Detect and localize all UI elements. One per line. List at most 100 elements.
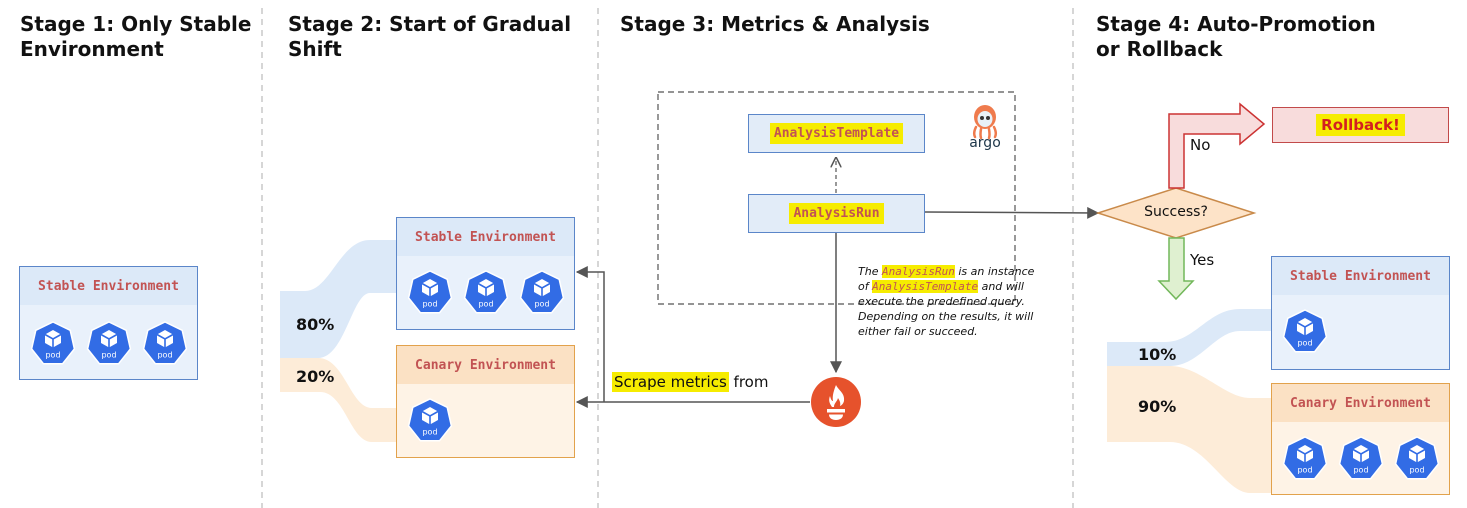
note-mono: AnalysisRun	[881, 265, 955, 278]
scrape-stable-arrow	[575, 266, 605, 402]
stage4-canary-percent: 90%	[1138, 397, 1177, 416]
pod-label: pod	[1353, 466, 1368, 475]
env-title: Canary Environment	[1272, 384, 1449, 423]
note-line-1: The AnalysisRun is an instance	[858, 264, 1058, 279]
stage1-stable-environment: Stable Environment pod pod pod	[19, 266, 198, 380]
stage-4-title-line1: Stage 4: Auto-Promotion	[1096, 12, 1376, 36]
pod-label: pod	[422, 428, 437, 437]
pod-shape: pod	[30, 321, 76, 365]
stage-2-title-line1: Stage 2: Start of Gradual	[288, 12, 572, 36]
env-title: Stable Environment	[397, 218, 574, 257]
rollback-box: Rollback!	[1272, 107, 1449, 143]
analysis-run-note: The AnalysisRun is an instance of Analys…	[858, 264, 1058, 339]
note-line-2: of AnalysisTemplate and will	[858, 279, 1058, 294]
env-body: pod	[397, 384, 574, 457]
analysis-template-label: AnalysisTemplate	[769, 123, 904, 144]
pod-icon: pod	[1394, 436, 1440, 487]
analysis-run-box: AnalysisRun	[748, 194, 925, 233]
pod-icon: pod	[142, 321, 188, 372]
stage2-canary-percent: 20%	[296, 367, 335, 386]
flow-canary-90	[1107, 366, 1271, 493]
stage2-stable-environment: Stable Environment pod pod pod	[396, 217, 575, 330]
pod-shape: pod	[463, 270, 509, 314]
stage-1-title: Stage 1: Only Stable Environment	[20, 12, 251, 62]
argo-logo: argo	[962, 101, 1008, 153]
yes-label: Yes	[1190, 251, 1215, 269]
flow-stable-10	[1107, 309, 1271, 366]
stage4-stable-percent: 10%	[1138, 345, 1177, 364]
env-body: pod pod pod	[20, 305, 197, 379]
note-text: The	[858, 265, 882, 278]
stage-3-title: Stage 3: Metrics & Analysis	[620, 12, 930, 37]
pod-label: pod	[1297, 466, 1312, 475]
flow-canary-20	[280, 358, 396, 442]
note-mono: AnalysisTemplate	[872, 280, 979, 293]
prometheus-flame-icon	[811, 377, 861, 427]
prometheus-icon	[810, 376, 862, 428]
scrape-highlight: Scrape metrics	[612, 372, 729, 392]
pod-shape: pod	[1338, 436, 1384, 480]
flow-stable-80	[280, 240, 396, 358]
pod-shape: pod	[142, 321, 188, 365]
env-title: Stable Environment	[20, 267, 197, 306]
no-arrow	[1168, 102, 1266, 189]
analysis-template-box: AnalysisTemplate	[748, 114, 925, 153]
stage-4-title-line2: or Rollback	[1096, 37, 1223, 61]
pod-icon: pod	[1282, 436, 1328, 487]
pod-icon: pod	[86, 321, 132, 372]
no-label: No	[1190, 136, 1211, 154]
pod-icon: pod	[1282, 309, 1328, 360]
pod-icon: pod	[407, 270, 453, 321]
note-line-5: either fail or succeed.	[858, 325, 978, 338]
pod-shape: pod	[86, 321, 132, 365]
analysis-run-label: AnalysisRun	[789, 203, 884, 224]
pod-shape: pod	[1282, 436, 1328, 480]
pod-icon: pod	[1338, 436, 1384, 487]
pod-label: pod	[45, 351, 60, 360]
pod-label: pod	[422, 300, 437, 309]
stage-1-title-line2: Environment	[20, 37, 164, 61]
stage-2-title: Stage 2: Start of Gradual Shift	[288, 12, 571, 62]
stage-1-title-line1: Stage 1: Only Stable	[20, 12, 252, 36]
analysis-container	[657, 91, 1016, 305]
note-line-4: Depending on the results, it will	[858, 310, 1034, 323]
pod-label: pod	[157, 351, 172, 360]
pod-label: pod	[1297, 339, 1312, 348]
run-to-decision-arrow	[924, 206, 1100, 219]
pod-label: pod	[478, 300, 493, 309]
env-body: pod pod pod	[1272, 422, 1449, 494]
stage-4-title: Stage 4: Auto-Promotion or Rollback	[1096, 12, 1376, 62]
scrape-metrics-label: Scrape metrics from	[612, 372, 769, 392]
pod-icon: pod	[30, 321, 76, 372]
yes-arrow	[1157, 237, 1195, 301]
env-body: pod pod pod	[397, 256, 574, 329]
note-line-3: execute the predefined query.	[858, 295, 1025, 308]
stage-2-title-line2: Shift	[288, 37, 342, 61]
stage4-stable-environment: Stable Environment pod	[1271, 256, 1450, 370]
pod-label: pod	[534, 300, 549, 309]
stage2-canary-environment: Canary Environment pod	[396, 345, 575, 458]
stage-3-title-line1: Stage 3: Metrics & Analysis	[620, 12, 930, 36]
argo-wordmark: argo	[969, 135, 1001, 151]
env-body: pod	[1272, 295, 1449, 369]
decision-label: Success?	[1144, 204, 1208, 220]
note-text: of	[858, 280, 873, 293]
note-text: and will	[978, 280, 1024, 293]
pod-shape: pod	[1394, 436, 1440, 480]
argo-octopus-icon	[972, 105, 998, 140]
pod-label: pod	[101, 351, 116, 360]
rollback-label: Rollback!	[1316, 114, 1405, 136]
pod-shape: pod	[407, 270, 453, 314]
stage4-canary-environment: Canary Environment pod pod pod	[1271, 383, 1450, 495]
stage2-stable-percent: 80%	[296, 315, 335, 334]
env-title: Canary Environment	[397, 346, 574, 385]
env-title: Stable Environment	[1272, 257, 1449, 296]
pod-label: pod	[1409, 466, 1424, 475]
pod-shape: pod	[407, 398, 453, 442]
note-text: is an instance	[954, 265, 1035, 278]
pod-icon: pod	[407, 398, 453, 449]
scrape-rest: from	[728, 373, 769, 391]
pod-icon: pod	[519, 270, 565, 321]
